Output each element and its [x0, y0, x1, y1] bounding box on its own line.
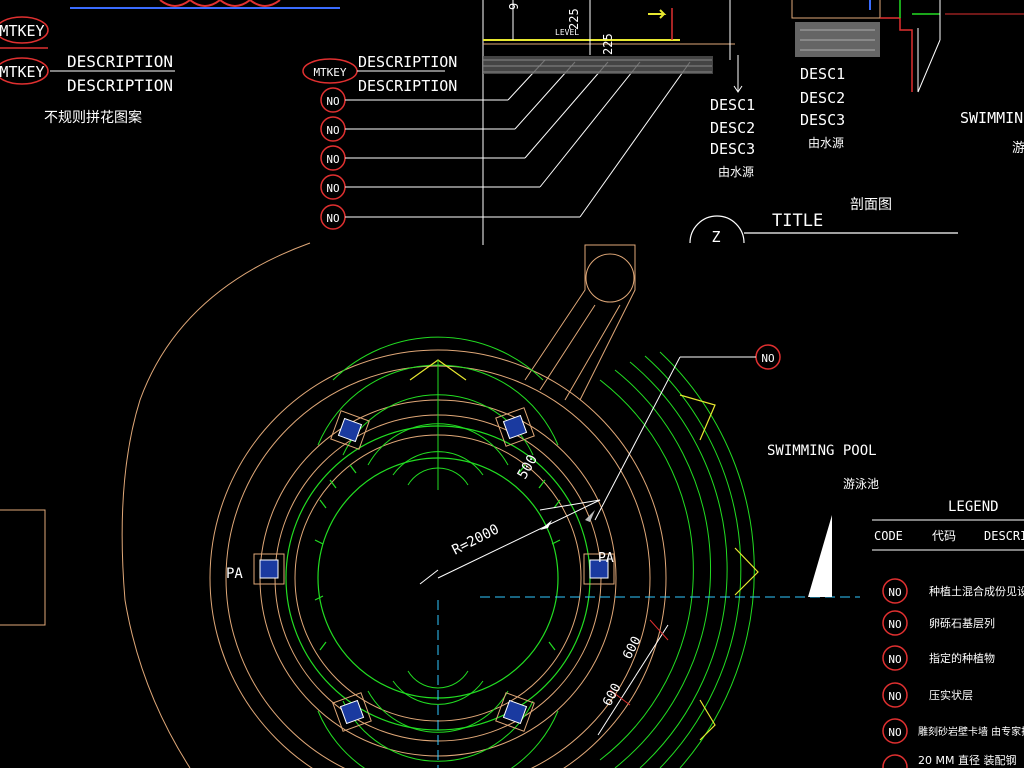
description-label-1: DESCRIPTION — [67, 52, 173, 71]
desc-b-2: DESC2 — [800, 89, 845, 107]
svg-text:NO: NO — [326, 182, 339, 195]
section-label: 剖面图 — [850, 197, 892, 213]
legend-header-cn: 代码 — [932, 529, 956, 543]
legend-row: NO 卵砾石基层列 — [882, 610, 995, 636]
desc-b-3: DESC3 — [800, 111, 845, 129]
plan-no-callout-label: NO — [761, 352, 774, 365]
legend: LEGEND CODE 代码 DESCRI NO 种植土混合成份见设计 NO 卵… — [872, 499, 1024, 768]
legend-header-desc: DESCRI — [984, 529, 1024, 543]
pa-label-left: PA — [226, 566, 243, 582]
legend-row: NO 压实状层 — [882, 682, 973, 708]
legend-title: LEGEND — [948, 499, 999, 515]
svg-text:压实状层: 压实状层 — [929, 688, 973, 702]
legend-row: NO 雕刻砂岩壁卡墙 由专家把住 — [882, 718, 1024, 744]
pool-label-cn: 游泳池 — [843, 477, 879, 491]
legend-header-code: CODE — [874, 529, 903, 543]
description-label-2: DESCRIPTION — [67, 76, 173, 95]
top-left-annotations: MTKEY MTKEY DESCRIPTION DESCRIPTION 不规则拼… — [0, 0, 340, 126]
swimming-partial: SWIMMIN — [960, 109, 1023, 127]
pa-pad-bottom-right — [495, 692, 535, 732]
title-text: TITLE — [772, 211, 823, 231]
svg-text:NO: NO — [326, 95, 339, 108]
svg-text:NO: NO — [888, 726, 901, 739]
desc-b-4: 由水源 — [808, 136, 844, 150]
desc-a-4: 由水源 — [718, 165, 754, 179]
svg-text:指定的种植物: 指定的种植物 — [929, 651, 995, 665]
legend-row: 20 MM 直径 装配钢 — [882, 753, 1016, 768]
svg-text:卵砾石基层列: 卵砾石基层列 — [929, 616, 995, 630]
no-callout-5: NO — [320, 61, 691, 230]
svg-text:NO: NO — [888, 618, 901, 631]
svg-text:种植土混合成份见设计: 种植土混合成份见设计 — [929, 584, 1024, 598]
mtkey-callout-label: MTKEY — [313, 66, 346, 79]
no-callout-4: NO — [320, 61, 641, 200]
dim-500: 500 — [515, 452, 542, 482]
svg-text:NO: NO — [888, 586, 901, 599]
pa-pad-bottom-left — [332, 692, 372, 732]
desc-b-1: DESC1 — [800, 65, 845, 83]
svg-text:NO: NO — [326, 212, 339, 225]
dim-225-1: 225 — [567, 8, 581, 30]
callout-description-2: DESCRIPTION — [358, 77, 457, 95]
no-callout-2: NO — [320, 61, 576, 142]
svg-text:20 MM 直径 装配钢: 20 MM 直径 装配钢 — [918, 753, 1016, 767]
pa-pad-top-left — [330, 410, 370, 450]
desc-a-2: DESC2 — [710, 119, 755, 137]
swimming-cn-partial: 游 — [1012, 141, 1024, 156]
level-label: LEVEL — [555, 28, 579, 37]
water-level-marker — [808, 515, 832, 597]
legend-row: NO 种植土混合成份见设计 — [882, 578, 1024, 604]
pattern-label: 不规则拼花图案 — [44, 109, 142, 126]
pa-pad-left — [253, 553, 285, 585]
svg-text:NO: NO — [888, 653, 901, 666]
dim-225-2: 225 — [601, 33, 615, 55]
legend-row: NO 指定的种植物 — [882, 645, 995, 671]
mtkey-bubble-1 — [0, 16, 49, 44]
mtkey-label-1: MTKEY — [0, 22, 45, 40]
pa-pad-top-right — [495, 407, 535, 447]
callout-stack: MTKEY DESCRIPTION DESCRIPTION NO NO NO N… — [302, 53, 691, 230]
svg-text:NO: NO — [326, 153, 339, 166]
pa-pad-right — [583, 553, 615, 585]
radius-label: R=2000 — [450, 521, 502, 558]
svg-text:雕刻砂岩壁卡墙 由专家把住: 雕刻砂岩壁卡墙 由专家把住 — [918, 725, 1024, 738]
svg-text:NO: NO — [326, 124, 339, 137]
no-callout-3: NO — [320, 61, 609, 171]
mtkey-bubble-2 — [0, 57, 49, 85]
title-symbol: Z — [711, 228, 720, 246]
svg-text:NO: NO — [888, 690, 901, 703]
dim-9: 9 — [507, 3, 521, 10]
pa-label-right: PA — [598, 551, 614, 566]
mtkey-label-2: MTKEY — [0, 63, 45, 81]
pool-plan: PA PA R=2000 500 600 600 NO SWIMMING POO… — [0, 242, 879, 768]
desc-a-3: DESC3 — [710, 140, 755, 158]
pool-label: SWIMMING POOL — [767, 443, 877, 459]
section-detail: 9 225 225 LEVEL DESC1 DESC2 DESC3 由水源 DE… — [482, 0, 1024, 245]
callout-description-1: DESCRIPTION — [358, 53, 457, 71]
desc-a-1: DESC1 — [710, 96, 755, 114]
title-block: Z TITLE — [689, 211, 958, 246]
